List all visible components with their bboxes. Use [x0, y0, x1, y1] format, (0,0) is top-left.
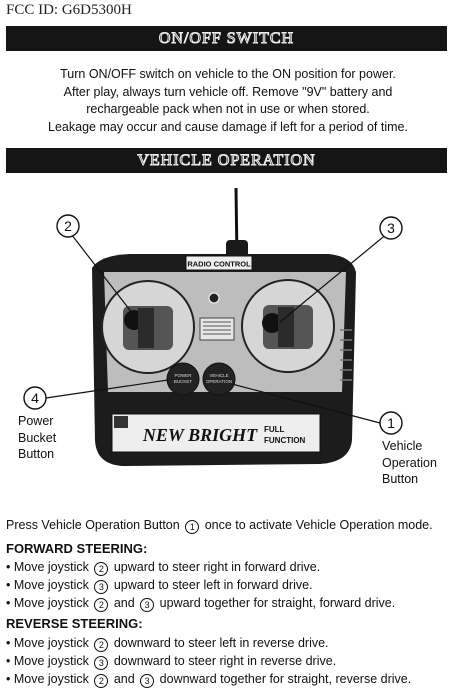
item-pre: • Move joystick	[6, 672, 89, 686]
circled-number: 2	[94, 638, 109, 652]
callout-4-number: 4	[31, 390, 39, 406]
caption-line: Vehicle	[382, 439, 423, 453]
center-vent	[199, 317, 235, 341]
callout-line-1	[231, 383, 381, 424]
circled-number: 2	[94, 674, 109, 688]
radio-control-plate	[185, 255, 253, 271]
right-joystick-knob[interactable]	[262, 313, 282, 333]
caption-line: Button	[382, 472, 419, 486]
onoff-line: Turn ON/OFF switch on vehicle to the ON …	[60, 67, 396, 81]
brand-plate	[111, 413, 321, 453]
circled-number: 2	[94, 598, 109, 612]
callout-2	[56, 214, 80, 238]
item-post: downward to steer right in reverse drive…	[113, 654, 337, 668]
brand-side-label: FUNCTION	[264, 436, 306, 445]
item-post: upward to steer right in forward drive.	[113, 560, 321, 574]
onoff-title: ON/OFF SWITCH	[158, 29, 295, 47]
vehicle-operation-button-label: OPERATION	[206, 379, 232, 384]
brand-logo-icon	[114, 416, 128, 428]
callout-1-number: 1	[387, 415, 395, 431]
callout-line-3	[279, 232, 389, 323]
reverse-steering-heading: REVERSE STEERING:	[6, 616, 143, 631]
power-bucket-button-caption: Power Bucket Button	[18, 413, 56, 463]
onoff-line: After play, always turn vehicle off. Rem…	[63, 84, 393, 99]
forward-item: • Move joystick 2 and 3 upward together …	[6, 596, 395, 612]
callout-3	[379, 216, 403, 240]
brand-name: NEW BRIGHT	[142, 425, 258, 445]
callout-2-number: 2	[64, 218, 72, 234]
vehicle-operation-banner: VEHICLE OPERATION	[6, 148, 447, 173]
reverse-item: • Move joystick 2 downward to steer left…	[6, 636, 329, 652]
forward-steering-heading: FORWARD STEERING:	[6, 541, 148, 556]
callout-1	[379, 411, 403, 435]
vehicle-operation-button-label: VEHICLE	[209, 373, 228, 378]
power-bucket-button-label: BUCKET	[174, 379, 193, 384]
item-pre: • Move joystick	[6, 596, 89, 610]
item-post: upward to steer left in forward drive.	[113, 578, 313, 592]
circled-number: 3	[140, 598, 155, 612]
item-post: downward together for straight, reverse …	[159, 672, 412, 686]
vehicle-operation-title: VEHICLE OPERATION	[137, 151, 316, 169]
reverse-item: • Move joystick 3 downward to steer righ…	[6, 654, 336, 670]
caption-line: Bucket	[18, 430, 57, 445]
intro-after: once to activate Vehicle Operation mode.	[204, 518, 433, 532]
brand-side-label: FULL	[264, 425, 285, 434]
remote-control-illustration: RADIO CONTROL POWER BUCKET VEHICLE OPERA…	[23, 187, 403, 466]
callout-3-number: 3	[387, 220, 395, 236]
instruction-intro: Press Vehicle Operation Button 1 once to…	[6, 518, 433, 534]
forward-item: • Move joystick 2 upward to steer right …	[6, 560, 320, 576]
onoff-text: Turn ON/OFF switch on vehicle to the ON …	[30, 66, 426, 136]
indicator-light	[208, 292, 220, 304]
forward-item: • Move joystick 3 upward to steer left i…	[6, 578, 313, 594]
reverse-item: • Move joystick 2 and 3 downward togethe…	[6, 672, 411, 688]
onoff-line: Leakage may occur and cause damage if le…	[48, 119, 408, 134]
left-joystick-stick	[138, 308, 154, 348]
circled-number: 1	[185, 520, 200, 534]
item-pre: • Move joystick	[6, 636, 89, 650]
callout-line-4	[45, 379, 169, 399]
caption-line: Power	[18, 414, 54, 428]
onoff-line: rechargeable pack when not in use or whe…	[86, 102, 370, 116]
item-pre: • Move joystick	[6, 654, 89, 668]
intro-before: Press Vehicle Operation Button	[6, 518, 180, 532]
fcc-id: FCC ID: G6D5300H	[6, 2, 132, 18]
right-joystick-stick	[278, 307, 294, 347]
radio-control-label: RADIO CONTROL	[187, 260, 251, 269]
power-bucket-button-label: POWER	[174, 373, 192, 378]
item-mid: and	[113, 672, 135, 686]
circled-number: 3	[94, 656, 109, 670]
item-pre: • Move joystick	[6, 560, 89, 574]
item-pre: • Move joystick	[6, 578, 89, 592]
vehicle-operation-button[interactable]	[202, 362, 236, 396]
circled-number: 2	[94, 562, 109, 576]
circled-number: 3	[94, 580, 109, 594]
power-bucket-button[interactable]	[166, 362, 200, 396]
grip-texture	[340, 329, 352, 381]
vehicle-operation-button-caption: Vehicle Operation Button	[382, 438, 437, 488]
caption-line: Operation	[382, 455, 437, 470]
callout-4	[23, 386, 47, 410]
callout-line-2	[67, 229, 137, 319]
circled-number: 3	[140, 674, 155, 688]
caption-line: Button	[18, 447, 55, 461]
item-post: upward together for straight, forward dr…	[159, 596, 396, 610]
onoff-banner: ON/OFF SWITCH	[6, 26, 447, 51]
item-mid: and	[113, 596, 135, 610]
item-post: downward to steer left in reverse drive.	[113, 636, 329, 650]
vent-lines	[203, 321, 231, 335]
